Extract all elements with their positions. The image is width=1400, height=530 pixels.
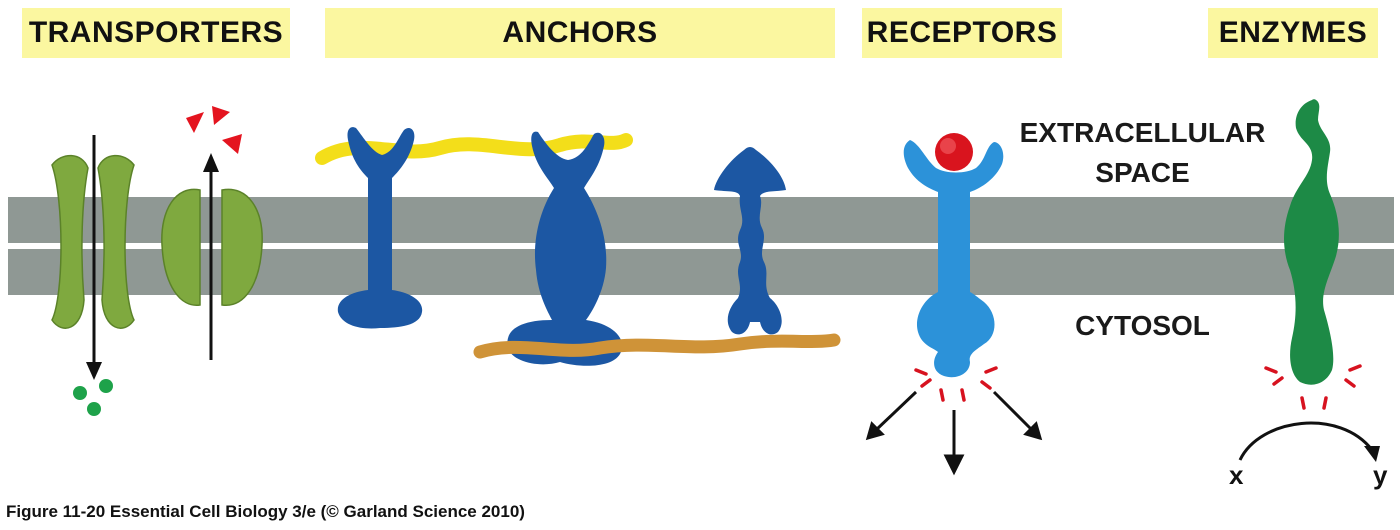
anchor-protein-3 xyxy=(714,147,786,335)
label-cytosol: CYTOSOL xyxy=(1075,310,1210,341)
orange-filament xyxy=(473,333,841,359)
label-extracellular-line1: EXTRACELLULAR xyxy=(1019,117,1266,148)
membrane-inner-leaflet xyxy=(8,249,1394,295)
label-product-y: y xyxy=(1373,460,1388,490)
label-extracellular-space: EXTRACELLULAR SPACE xyxy=(1000,113,1285,193)
arrow-inward-head xyxy=(86,362,102,380)
membrane-diagram xyxy=(8,99,1394,476)
label-extracellular-line2: SPACE xyxy=(1095,157,1190,188)
transporter-channel-1 xyxy=(51,154,135,329)
solute-green-dots xyxy=(73,379,113,416)
receptor-output-arrows xyxy=(865,390,1043,476)
receptor-protein xyxy=(903,140,1004,378)
header-transporters: TRANSPORTERS xyxy=(22,8,290,58)
ligand-highlight xyxy=(940,138,956,154)
transporter-channel-2 xyxy=(161,188,263,306)
anchor-protein-1 xyxy=(337,127,423,329)
enzyme-signal-dashes xyxy=(1264,364,1362,410)
anchor-protein-2 xyxy=(507,131,623,366)
solute-red-triangles xyxy=(186,106,242,154)
header-enzymes: ENZYMES xyxy=(1208,8,1378,58)
receptor-signal-dashes xyxy=(914,366,998,402)
membrane-outer-leaflet xyxy=(8,197,1394,243)
figure-caption: Figure 11-20 Essential Cell Biology 3/e … xyxy=(6,502,525,521)
label-substrate-x: x xyxy=(1229,460,1244,490)
header-anchors: ANCHORS xyxy=(325,8,835,58)
enzyme-protein xyxy=(1284,99,1339,385)
arrow-outward-head xyxy=(203,153,219,172)
enzyme-reaction-arrow-head xyxy=(1364,446,1380,462)
header-receptors: RECEPTORS xyxy=(862,8,1062,58)
ligand xyxy=(935,133,973,171)
enzyme-reaction-arrow xyxy=(1238,421,1374,461)
